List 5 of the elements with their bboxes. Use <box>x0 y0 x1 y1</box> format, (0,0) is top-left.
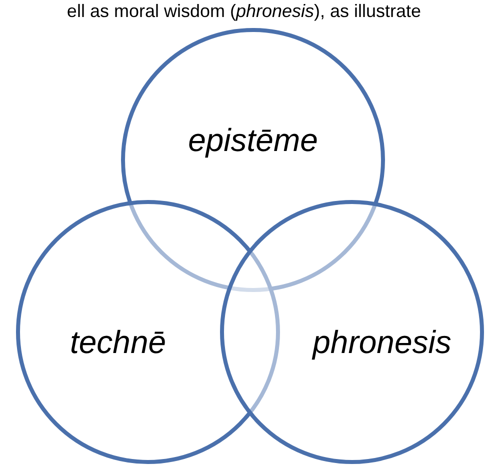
circle-label: technē <box>70 323 166 361</box>
circle-label: phronesis <box>312 323 452 361</box>
circle-label: epistēme <box>188 121 318 159</box>
venn-circle <box>220 200 484 464</box>
caption-text: ell as moral wisdom (phronesis), as illustrate <box>66 0 422 22</box>
